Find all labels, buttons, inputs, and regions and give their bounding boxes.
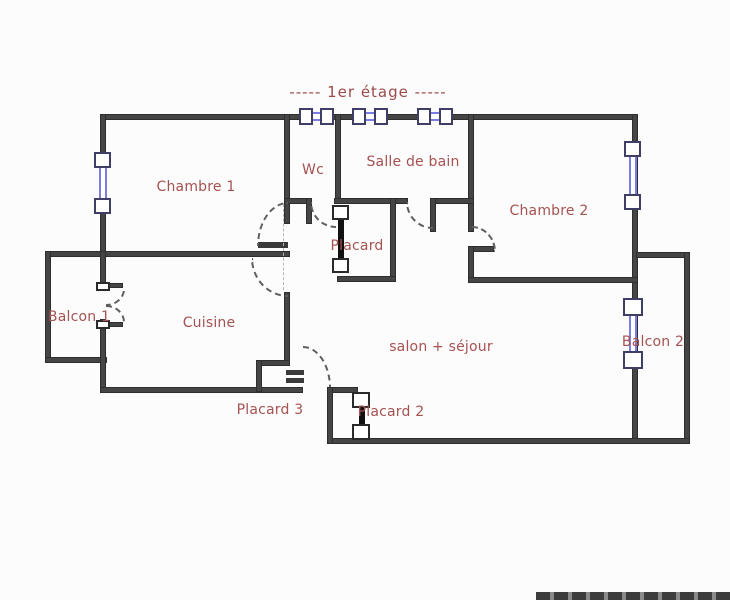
door-arc-wc xyxy=(310,202,336,228)
wall-placard2-top xyxy=(327,387,358,393)
window-chambre2-sq2 xyxy=(624,194,641,210)
room-label-wc: Wc xyxy=(302,162,324,178)
wall-hall-stub-b xyxy=(306,198,312,224)
wall-placard-right xyxy=(390,198,396,282)
room-label-chambre2: Chambre 2 xyxy=(509,203,589,219)
wall-placard-bottom xyxy=(337,276,396,282)
window-sdb-2 xyxy=(430,112,441,121)
wall-chambre2-bottom xyxy=(468,277,638,283)
bottom-edge-artifact xyxy=(536,592,730,600)
door-leaf-entrance-b xyxy=(286,378,304,383)
wall-wc-sdb-divider xyxy=(335,114,341,204)
closet-door-placard2-bar xyxy=(359,407,365,426)
window-sdb-1-sq1 xyxy=(352,108,366,125)
wall-balcon2-top xyxy=(636,252,690,258)
window-balcon2-sq1 xyxy=(623,298,643,316)
window-sdb-2-sq2 xyxy=(439,108,453,125)
room-label-cuisine: Cuisine xyxy=(182,315,236,331)
window-balcon2 xyxy=(629,314,637,354)
wall-chambre2-left-lower xyxy=(468,246,474,283)
closet-door-placard-bar xyxy=(338,220,344,258)
window-balcon2-sq2 xyxy=(623,351,643,369)
window-sdb-1-sq2 xyxy=(374,108,388,125)
wall-balcon1-left xyxy=(45,251,51,363)
window-sdb-2-sq1 xyxy=(417,108,431,125)
wall-hall-b xyxy=(334,198,408,204)
door-arc-chambre2 xyxy=(472,226,496,252)
door-arc-salle-de-bain xyxy=(406,202,433,229)
window-chambre2-sq1 xyxy=(624,141,641,157)
wall-cuisine-salon-divider xyxy=(284,292,290,366)
wall-placard2-left xyxy=(327,387,333,444)
window-wc-sq2 xyxy=(320,108,334,125)
wall-hall-c xyxy=(430,198,474,204)
wall-placard3-top xyxy=(256,360,290,366)
window-chambre1 xyxy=(99,166,107,200)
wall-balcon1-bottom xyxy=(45,357,107,363)
wall-chambre1-bottom xyxy=(45,251,290,257)
window-sdb-1 xyxy=(365,112,376,121)
room-label-placard: Placard xyxy=(330,238,384,254)
window-chambre1-sq1 xyxy=(94,152,111,168)
door-pivot-balcon1-top xyxy=(96,282,110,291)
room-label-chambre1: Chambre 1 xyxy=(156,179,236,195)
room-label-placard2: Placard 2 xyxy=(357,404,425,420)
room-label-balcon1: Balcon 1 xyxy=(47,309,111,325)
door-arc-balcon1-top xyxy=(106,289,125,306)
floor-title: ----- 1er étage ----- xyxy=(289,83,447,101)
wall-bottom xyxy=(327,438,690,444)
wall-balcon1-door-stub-top xyxy=(105,283,123,288)
room-label-placard3: Placard 3 xyxy=(236,402,304,418)
wall-chambre1-right xyxy=(284,114,290,224)
wall-cuisine-left-b xyxy=(100,319,106,393)
room-label-balcon2: Balcon 2 xyxy=(621,334,685,350)
wall-balcon2-right xyxy=(684,252,690,444)
window-wc-sq1 xyxy=(299,108,313,125)
room-label-salle-de-bain: Salle de bain xyxy=(366,154,460,170)
wall-cuisine-bottom xyxy=(100,387,303,393)
wall-placard3-left xyxy=(256,360,262,392)
window-wc xyxy=(311,112,322,121)
closet-door-placard-sq2 xyxy=(332,258,349,273)
door-opening-line-cuisine xyxy=(283,204,284,290)
room-label-salon-sejour: salon + séjour xyxy=(389,339,493,355)
door-pivot-balcon1-bottom xyxy=(96,320,110,329)
window-chambre1-sq2 xyxy=(94,198,111,214)
window-chambre2 xyxy=(629,155,637,197)
closet-door-placard2-sq2 xyxy=(352,424,370,440)
door-arc-entrance xyxy=(303,346,331,388)
wall-cuisine-left-a xyxy=(100,251,106,289)
door-leaf-entrance-a xyxy=(286,370,304,375)
wall-chambre2-left-upper xyxy=(468,114,474,232)
wall-hall-a xyxy=(284,198,312,204)
wall-hall-stub-c xyxy=(430,198,436,232)
wall-balcon1-door-stub-bottom xyxy=(105,322,123,327)
